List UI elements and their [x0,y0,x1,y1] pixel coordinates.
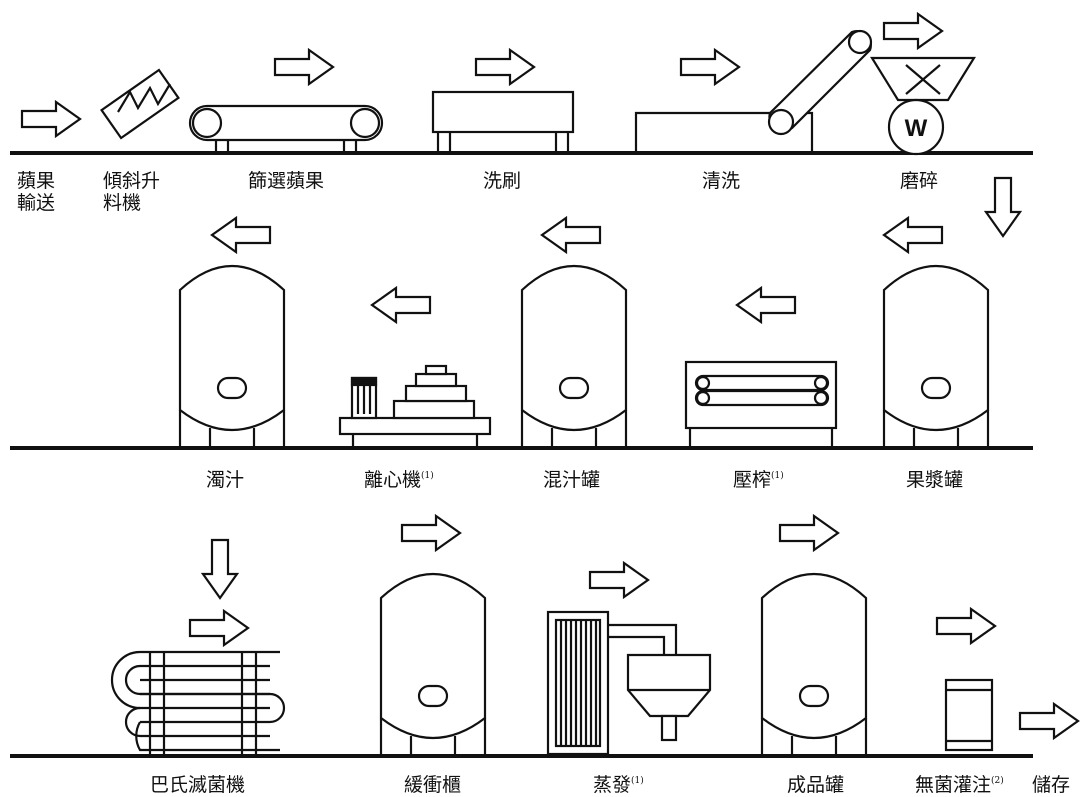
arrow-right-icon [273,48,335,86]
arrow-down-icon [201,538,239,600]
label-text: 無菌灌注 [915,774,992,796]
label-pasteurizer: 巴氏滅菌機 [150,770,245,796]
label-note: (2) [991,776,1004,786]
arrow-left-icon [370,286,432,324]
label-aseptic-filling: 無菌灌注(2) [915,770,1004,796]
evaporator-icon [546,610,712,756]
label-text: 巴氏滅菌機 [150,774,246,796]
label-line: 輸送 [17,192,56,214]
arrow-right-icon [679,48,741,86]
arrow-right-icon [20,100,82,138]
floor-line-1 [10,151,1033,155]
label-evaporation: 蒸發(1) [593,770,644,796]
arrow-left-icon [735,286,797,324]
label-mash-tank: 果漿罐 [906,465,963,491]
label-buffer-tank: 緩衝櫃 [404,770,461,796]
floor-line-3 [10,754,1033,758]
aseptic-filler-icon [944,678,994,752]
label-text: 果漿罐 [906,469,964,491]
tank-icon [520,264,628,448]
label-text: 洗刷 [483,170,522,192]
arrow-left-icon [210,216,272,254]
label-note: (1) [631,776,644,786]
label-milling: 磨碎 [900,170,938,192]
washing-elevator-icon [634,29,873,151]
label-centrifuge: 離心機(1) [364,465,434,491]
tank-icon [178,264,286,448]
floor-line-2 [10,446,1033,450]
arrow-right-icon [188,609,250,647]
label-text: 篩選蘋果 [248,170,325,192]
centrifuge-icon [338,364,492,446]
label-text: 混汁罐 [543,469,601,491]
label-apple-conveying: 蘋果 輸送 [17,170,55,214]
label-text: 蒸發 [593,774,632,796]
arrow-down-icon [984,176,1022,238]
tank-icon [882,264,990,448]
label-pressing: 壓榨(1) [733,465,784,491]
label-mixing-tank: 混汁罐 [543,465,600,491]
label-washing: 清洗 [702,170,740,192]
mill-letter: W [905,115,928,142]
tank-icon [760,572,868,756]
arrow-left-icon [540,216,602,254]
label-text: 濁汁 [206,469,245,491]
brush-washer-icon [431,90,575,151]
label-note: (1) [771,471,784,481]
label-text: 儲存 [1032,774,1071,796]
arrow-right-icon [882,12,944,50]
press-icon [684,360,838,446]
label-text: 離心機 [364,469,422,491]
arrow-right-icon [588,561,650,599]
label-line: 蘋果 [17,170,56,192]
mill-icon [870,56,976,156]
label-line: 料機 [103,192,142,214]
label-cloudy-juice: 濁汁 [206,465,244,491]
label-text: 磨碎 [900,170,939,192]
label-text: 成品罐 [787,774,845,796]
label-sorting-apples: 篩選蘋果 [248,170,324,192]
arrow-right-icon [400,514,462,552]
arrow-right-icon [1018,702,1080,740]
label-line: 傾斜升 [103,170,161,192]
arrow-left-icon [882,216,944,254]
arrow-right-icon [935,607,997,645]
label-product-tank: 成品罐 [787,770,844,796]
pasteurizer-icon [110,650,286,754]
label-inclined-elevator: 傾斜升 料機 [103,170,160,214]
label-note: (1) [421,471,434,481]
arrow-right-icon [778,514,840,552]
arrow-right-icon [474,48,536,86]
label-text: 緩衝櫃 [404,774,462,796]
label-brushing: 洗刷 [483,170,521,192]
inclined-elevator-icon [100,68,180,140]
sorting-conveyor-icon [188,104,384,151]
tank-icon [379,572,487,756]
label-text: 壓榨 [733,469,772,491]
label-storage: 儲存 [1032,770,1070,796]
label-text: 清洗 [702,170,741,192]
